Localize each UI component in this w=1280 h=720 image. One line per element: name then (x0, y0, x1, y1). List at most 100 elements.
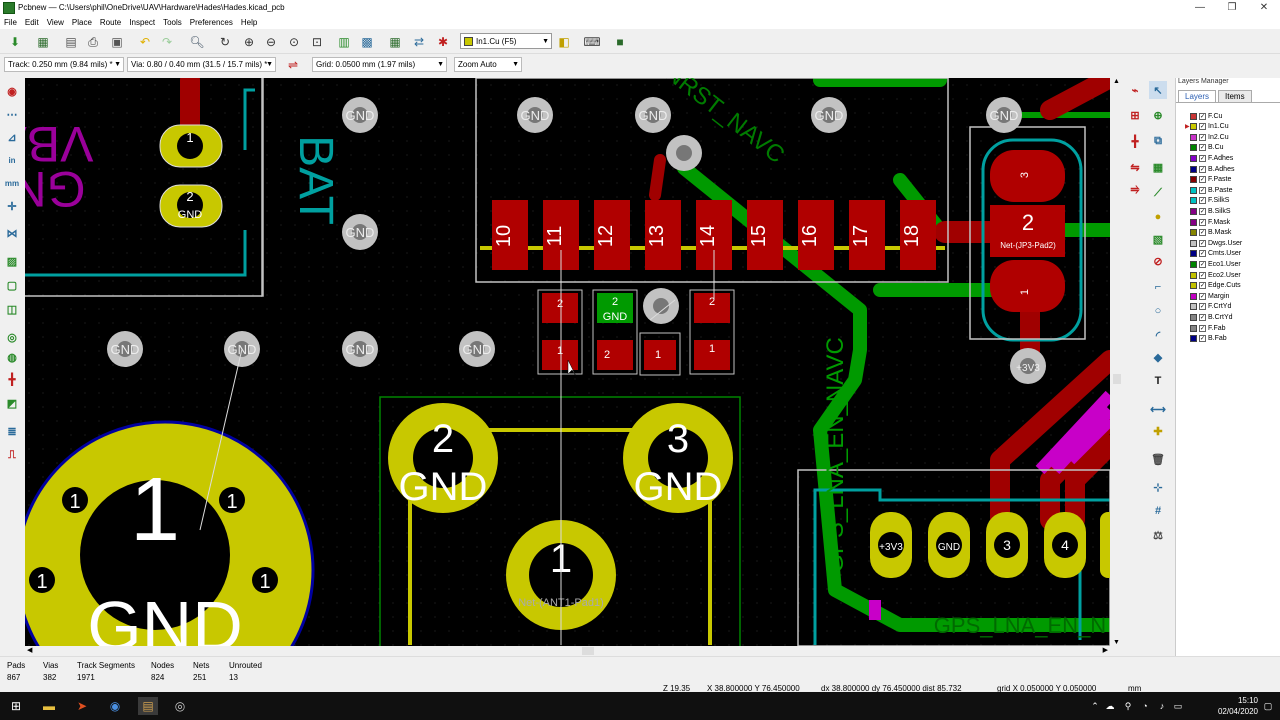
tune-skew-icon[interactable]: ⥤ (1126, 180, 1144, 198)
layer-row[interactable]: ✓Eco1.User (1185, 259, 1241, 269)
refresh-icon[interactable]: ↻ (216, 33, 234, 51)
drc-icon[interactable]: ✱ (434, 33, 452, 51)
menu-help[interactable]: Help (241, 18, 257, 27)
units-mm-icon[interactable]: mm (3, 174, 21, 192)
add-footprint-icon[interactable]: ⊕ (1149, 106, 1167, 124)
layer-visibility-checkbox[interactable]: ✓ (1199, 250, 1206, 257)
layer-visibility-checkbox[interactable]: ✓ (1199, 293, 1206, 300)
zone-hide-icon[interactable]: ◫ (3, 300, 21, 318)
minimize-button[interactable]: — (1184, 0, 1216, 15)
layer-row[interactable]: ✓F.Fab (1185, 323, 1226, 333)
zoom-in-icon[interactable]: ⊕ (240, 33, 258, 51)
layer-visibility-checkbox[interactable]: ✓ (1199, 187, 1206, 194)
board-setup-icon[interactable]: ▦ (34, 33, 52, 51)
ratsnest-icon[interactable]: ⋈ (3, 224, 21, 242)
netlist-icon[interactable]: ▥ (335, 33, 353, 51)
layer-row[interactable]: ✓F.Mask (1185, 217, 1230, 227)
highlight-net-icon[interactable]: ⌁ (1126, 81, 1144, 99)
pcbnew-taskbar-icon[interactable]: ▤ (138, 697, 158, 715)
notification-icon[interactable]: ▢ (1258, 697, 1278, 715)
layer-visibility-checkbox[interactable]: ✓ (1199, 282, 1206, 289)
menu-edit[interactable]: Edit (25, 18, 39, 27)
vertical-scrollbar[interactable]: ▲ ▼ (1111, 78, 1123, 646)
layer-color-swatch[interactable] (1190, 303, 1197, 310)
layer-visibility-checkbox[interactable]: ✓ (1199, 335, 1206, 342)
layer-color-swatch[interactable] (1190, 293, 1197, 300)
tune-length-icon[interactable]: ⇋ (1126, 158, 1144, 176)
horizontal-scrollbar[interactable]: ◀ ▶ (25, 646, 1110, 656)
layer-visibility-checkbox[interactable]: ✓ (1199, 123, 1206, 130)
close-button[interactable]: ✕ (1248, 0, 1280, 15)
layer-color-swatch[interactable] (1190, 176, 1197, 183)
layer-color-swatch[interactable] (1190, 282, 1197, 289)
add-filled-zone-icon[interactable]: ● (1149, 208, 1167, 226)
zoom-out-icon[interactable]: ⊖ (262, 33, 280, 51)
drc-marker-icon[interactable]: ◉ (3, 82, 21, 100)
scripting-icon[interactable]: ⌨ (583, 33, 601, 51)
add-target-icon[interactable]: ✚ (1149, 422, 1167, 440)
scroll-thumb[interactable] (1113, 374, 1121, 384)
layer-row[interactable]: ✓F.SilkS (1185, 196, 1229, 206)
layer-row[interactable]: ▶✓In1.Cu (1185, 122, 1229, 132)
route-single-icon[interactable]: ⟋ (1149, 184, 1167, 202)
pad-sketch-icon[interactable]: ◎ (3, 328, 21, 346)
print-icon[interactable]: ⎙ (84, 33, 102, 51)
layer-color-swatch[interactable] (1190, 219, 1197, 226)
layer-visibility-checkbox[interactable]: ✓ (1199, 240, 1206, 247)
layer-color-swatch[interactable] (1190, 325, 1197, 332)
active-layer-select[interactable]: In1.Cu (F5) ▼ (460, 33, 552, 49)
maximize-button[interactable]: ❐ (1216, 0, 1248, 15)
layer-color-swatch[interactable] (1190, 187, 1197, 194)
layer-visibility-checkbox[interactable]: ✓ (1199, 134, 1206, 141)
update-pcb-icon[interactable]: ⇄ (410, 33, 428, 51)
scroll-up-icon[interactable]: ▲ (1113, 78, 1120, 85)
polar-coords-icon[interactable]: ⊿ (3, 128, 21, 146)
auto-track-width-icon[interactable]: ⇌ (284, 56, 302, 74)
via-size-select[interactable]: Via: 0.80 / 0.40 mm (31.5 / 15.7 mils) *… (127, 57, 276, 72)
delete-icon[interactable]: 🗑︎ (1149, 450, 1167, 468)
layer-visibility-checkbox[interactable]: ✓ (1199, 325, 1206, 332)
layer-row[interactable]: ✓Dwgs.User (1185, 238, 1242, 248)
cloud-icon[interactable]: ☁ (1100, 697, 1120, 715)
route-track-icon[interactable]: ╋ (1126, 132, 1144, 150)
layer-visibility-checkbox[interactable]: ✓ (1199, 219, 1206, 226)
layers-manager-icon[interactable]: ≣ (3, 422, 21, 440)
app-arrow-icon[interactable]: ➤ (72, 697, 92, 715)
layer-row[interactable]: ✓Eco2.User (1185, 270, 1241, 280)
grid-toggle-icon[interactable]: ⋯ (3, 105, 21, 123)
scroll-right-icon[interactable]: ▶ (1103, 646, 1108, 654)
language-icon[interactable]: ▭ (1168, 697, 1188, 715)
high-contrast-icon[interactable]: ◩ (3, 394, 21, 412)
set-origin-icon[interactable]: ⊹ (1149, 478, 1167, 496)
cursor-shape-icon[interactable]: ✛ (3, 197, 21, 215)
layer-color-swatch[interactable] (1190, 261, 1197, 268)
layer-visibility-checkbox[interactable]: ✓ (1199, 144, 1206, 151)
zoom-selection-icon[interactable]: ⊡ (308, 33, 326, 51)
python-console-icon[interactable]: ■ (611, 33, 629, 51)
layer-visibility-checkbox[interactable]: ✓ (1199, 303, 1206, 310)
layer-row[interactable]: ✓Cmts.User (1185, 249, 1241, 259)
zoom-select[interactable]: Zoom Auto ▼ (454, 57, 522, 72)
layer-visibility-checkbox[interactable]: ✓ (1199, 208, 1206, 215)
layer-visibility-checkbox[interactable]: ✓ (1199, 113, 1206, 120)
units-inch-icon[interactable]: in (3, 151, 21, 169)
zone-outline-icon[interactable]: ▢ (3, 276, 21, 294)
plot-icon[interactable]: ▣ (108, 33, 126, 51)
scroll-thumb[interactable] (582, 647, 594, 655)
file-explorer-icon[interactable]: ▬ (39, 697, 59, 715)
add-dimension-icon[interactable]: ⟷ (1149, 400, 1167, 418)
via-sketch-icon[interactable]: ◍ (3, 348, 21, 366)
add-circle-icon[interactable]: ○ (1149, 302, 1167, 320)
layer-row[interactable]: ✓B.Paste (1185, 185, 1233, 195)
route-diff-pair-icon[interactable]: ⧉ (1149, 132, 1167, 150)
menu-route[interactable]: Route (100, 18, 121, 27)
layer-color-swatch[interactable] (1190, 123, 1197, 130)
menu-preferences[interactable]: Preferences (190, 18, 233, 27)
pcb-canvas[interactable]: VBAT GND BAT NRST_NAVC GPS_LNA_EN_NAVC G… (25, 78, 1110, 646)
menu-tools[interactable]: Tools (163, 18, 182, 27)
layer-color-swatch[interactable] (1190, 155, 1197, 162)
layer-color-swatch[interactable] (1190, 335, 1197, 342)
layer-row[interactable]: ✓Margin (1185, 291, 1229, 301)
menu-file[interactable]: File (4, 18, 17, 27)
no-entry-icon[interactable]: ⊘ (1149, 252, 1167, 270)
